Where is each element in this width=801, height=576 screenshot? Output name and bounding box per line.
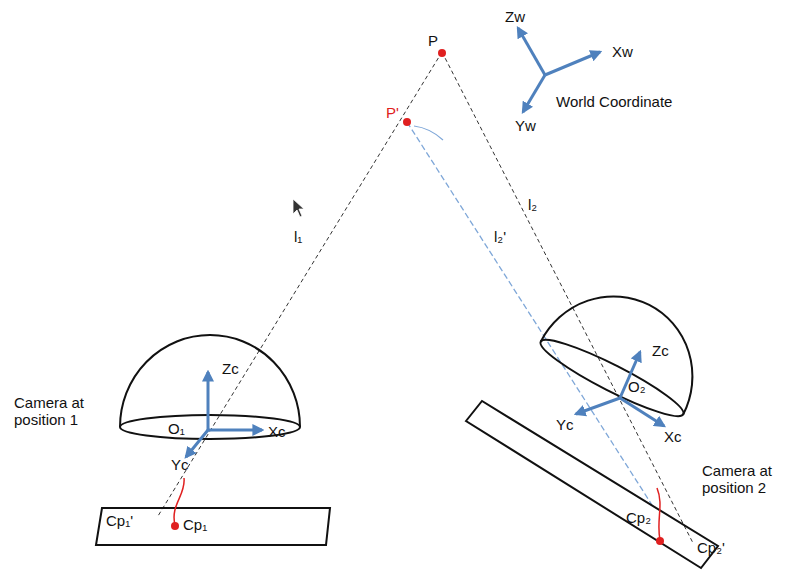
image-point-label: Cp₂' <box>697 539 725 556</box>
image-plane-2 <box>466 401 718 568</box>
camera-2 <box>535 269 721 426</box>
ray-l1 <box>158 52 442 516</box>
mouse-cursor <box>293 199 304 217</box>
axis-label: Xc <box>268 423 286 440</box>
camera-caption: Camera at position 2 <box>702 462 797 497</box>
point-cp2 <box>656 537 664 545</box>
point-label: P <box>428 32 438 49</box>
axis-label: Yc <box>171 456 189 473</box>
camera-2-axes <box>576 352 664 426</box>
ray-label: l₂' <box>494 228 506 245</box>
axis-label: Zc <box>652 342 669 359</box>
axis-label: Yw <box>515 117 536 134</box>
image-point-label: Cp₁ <box>183 516 207 533</box>
camera-1-axes <box>186 372 262 457</box>
axis-label: Xw <box>612 43 633 60</box>
angle-mark <box>414 126 443 140</box>
axis-label: Zw <box>505 8 525 25</box>
point-label: P' <box>386 104 399 121</box>
ray-l2-prime <box>407 122 652 505</box>
distortion-curve-2 <box>657 488 660 540</box>
camera-caption: Camera at position 1 <box>14 394 124 429</box>
image-point-label: Cp₁' <box>106 512 133 529</box>
axis-label: Xc <box>664 428 682 445</box>
axis-label: Zc <box>222 360 239 377</box>
origin-label: O₁ <box>168 420 185 437</box>
point-p-prime <box>403 118 411 126</box>
axis-label: Yc <box>556 416 574 433</box>
image-point-label: Cp₂ <box>626 509 651 526</box>
ray-label: l₂ <box>528 196 537 213</box>
image-plane-1 <box>96 508 330 545</box>
ray-l2 <box>442 52 693 543</box>
axes-title: World Coordinate <box>556 93 672 110</box>
origin-label: O₂ <box>628 378 646 395</box>
camera-1 <box>96 335 330 545</box>
point-p <box>438 49 446 57</box>
ray-label: l₁ <box>294 228 302 245</box>
